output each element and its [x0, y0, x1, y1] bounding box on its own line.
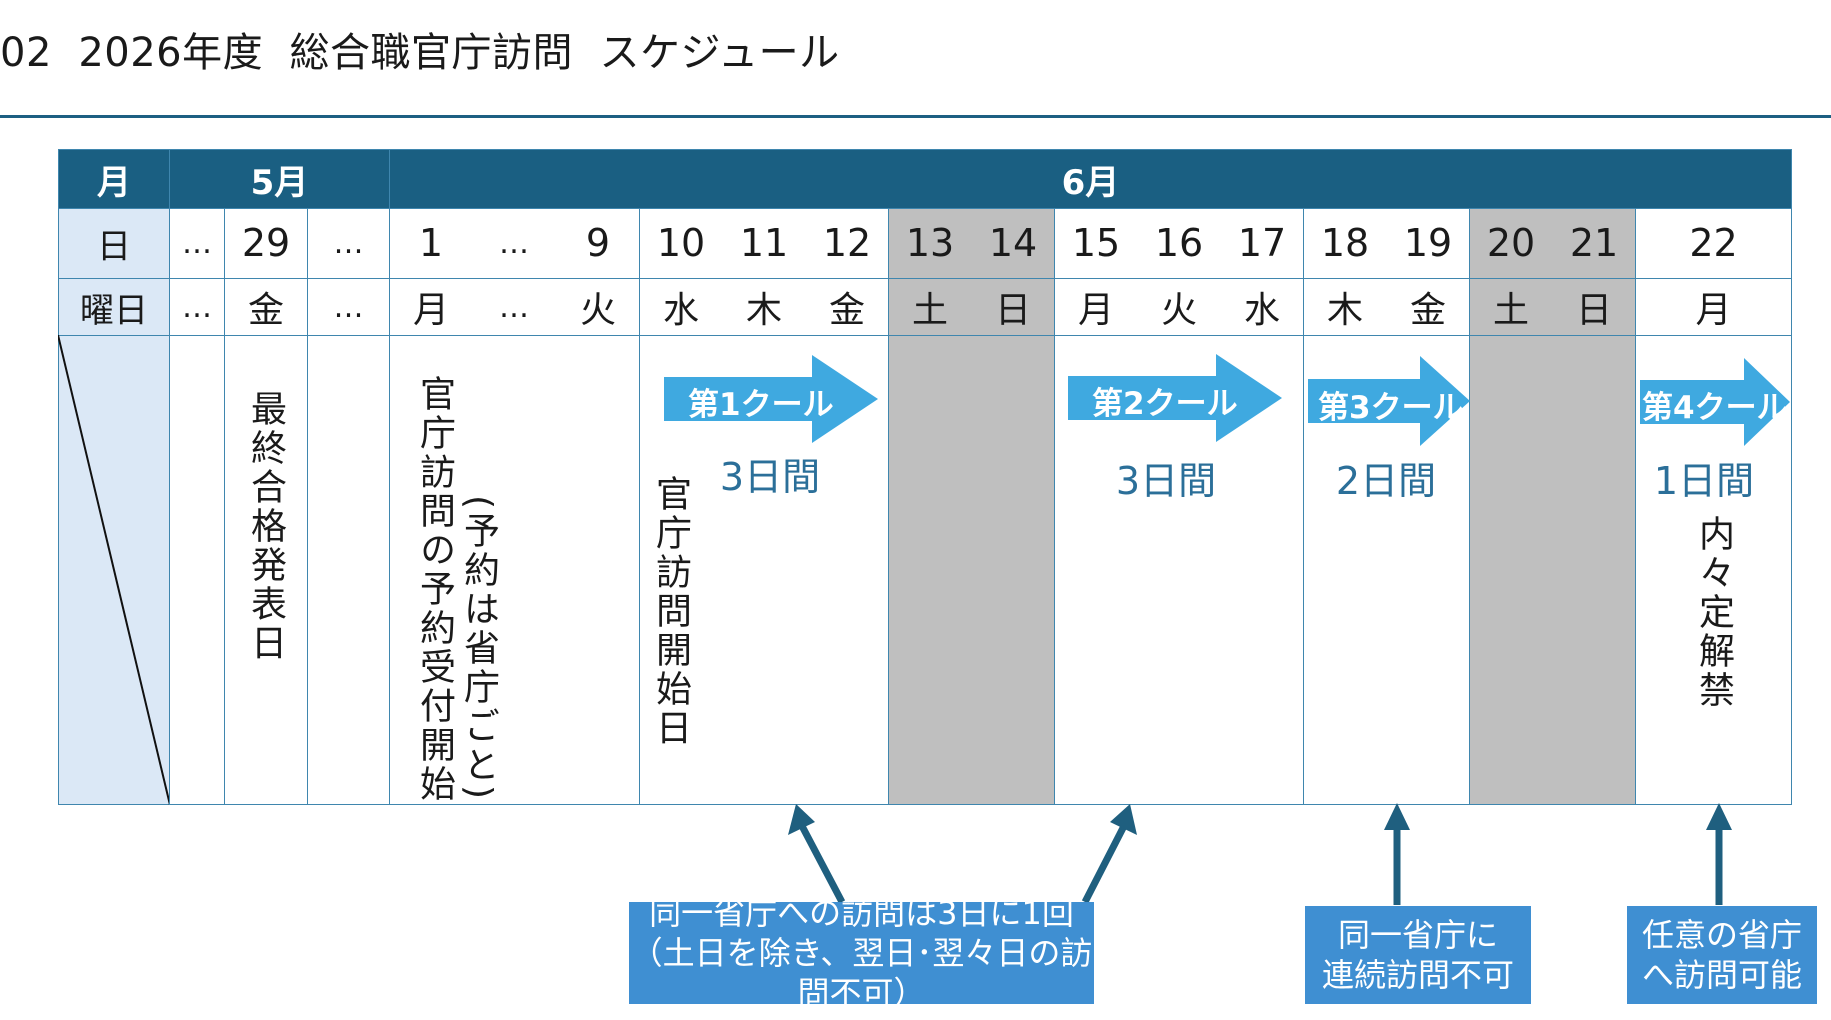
page-title: 02 2026年度 総合職官庁訪問 スケジュール — [0, 30, 840, 76]
day-cell: 12 — [822, 221, 872, 265]
kuru-2-label: 第2クール — [1092, 386, 1238, 422]
pointer-arrow-3-head — [1384, 803, 1410, 830]
day-cell: … — [499, 225, 529, 261]
kuru-1-label: 第1クール — [688, 387, 834, 423]
pointer-arrow-4-head — [1706, 803, 1732, 830]
day-cell: 21 — [1569, 221, 1619, 265]
event-reservation-note: (予約は省庁ごと) — [458, 495, 499, 803]
pointer-arrow-1-head — [788, 804, 815, 835]
day-cell: 9 — [585, 221, 611, 265]
dow-header-label: 曜日 — [58, 278, 170, 336]
day-cell: 29 — [241, 221, 291, 265]
note-box-any-ministry: 任意の省庁 へ訪問可能 — [1627, 906, 1817, 1004]
pointer-arrow-2 — [1081, 824, 1128, 904]
kuru-3-label: 第3クール — [1318, 390, 1464, 426]
weekday-cell: 木 — [1326, 290, 1363, 331]
kuru-2-duration: 3日間 — [1115, 459, 1217, 503]
body-cell-weekend-13-14 — [888, 335, 1055, 805]
day-cell: 16 — [1154, 221, 1204, 265]
event-final-results: 最終合格発表日 — [245, 390, 286, 663]
weekday-cell: 水 — [1243, 290, 1280, 331]
note-line: へ訪問可能 — [1641, 956, 1802, 994]
weekday-cell: 日 — [994, 290, 1031, 331]
kuru-1-arrow-icon — [664, 355, 878, 443]
note-line: 連続訪問不可 — [1321, 956, 1514, 994]
day-group-weekend-20-21 — [1469, 208, 1636, 336]
kuru-4-label: 第4クール — [1642, 390, 1788, 426]
day-group-jun-22 — [1635, 208, 1792, 336]
note-box-visit-frequency: 同一省庁への訪問は3日に1回 （土日を除き、翌日･翌々日の訪問不可） — [629, 894, 1094, 1012]
month-header-label: 月 — [58, 149, 170, 209]
day-cell: … — [333, 225, 364, 261]
weekday-cell: … — [182, 289, 212, 325]
weekday-cell: 火 — [579, 290, 616, 331]
diagonal-line — [58, 335, 170, 805]
day-group-weekend-13-14 — [888, 208, 1055, 336]
day-cell: 1 — [418, 221, 444, 265]
weekday-cell: 月 — [412, 290, 449, 331]
event-naitei: 内々定解禁 — [1693, 515, 1734, 710]
day-cell: 22 — [1689, 221, 1738, 265]
weekday-cell: 金 — [247, 290, 284, 331]
day-cell: 10 — [656, 221, 706, 265]
day-cell: 19 — [1403, 221, 1453, 265]
weekday-cell: 月 — [1077, 290, 1114, 331]
kuru-3-duration: 2日間 — [1335, 459, 1437, 503]
month-may: 5月 — [169, 149, 390, 209]
weekday-cell: … — [499, 289, 529, 325]
day-cell: 13 — [905, 221, 955, 265]
title-divider — [0, 115, 1831, 118]
note-line: 任意の省庁 — [1641, 916, 1802, 954]
note-box-no-consecutive: 同一省庁に 連続訪問不可 — [1305, 906, 1531, 1004]
day-cell: 20 — [1486, 221, 1536, 265]
day-cell: … — [182, 225, 212, 261]
kuru-4-duration: 1日間 — [1653, 459, 1755, 503]
weekday-cell: … — [333, 289, 364, 325]
kuru-2-arrow-icon — [1068, 354, 1282, 442]
pointer-arrow-1 — [798, 824, 846, 904]
kuru-4-arrow-icon — [1640, 358, 1790, 446]
weekday-cell: 木 — [745, 290, 782, 331]
weekday-cell: 土 — [1492, 290, 1529, 331]
event-visit-start: 官庁訪問開始日 — [650, 475, 691, 748]
row-separator — [169, 278, 1792, 279]
month-june: 6月 — [389, 149, 1792, 209]
weekday-cell: 土 — [911, 290, 948, 331]
note-line: （土日を除き、翌日･翌々日の訪問不可） — [630, 934, 1093, 1012]
kuru-1-duration: 3日間 — [719, 455, 821, 499]
weekday-cell: 火 — [1160, 290, 1197, 331]
day-cell: 15 — [1071, 221, 1121, 265]
body-cell-weekend-20-21 — [1469, 335, 1636, 805]
note-line: 同一省庁への訪問は3日に1回 — [649, 894, 1074, 932]
day-cell: 11 — [739, 221, 789, 265]
event-reservation-start: 官庁訪問の予約受付開始 — [414, 375, 455, 804]
kuru-3-arrow-icon — [1308, 356, 1470, 446]
pointer-arrow-2-head — [1110, 804, 1137, 835]
weekday-cell: 金 — [828, 290, 865, 331]
day-cell: 17 — [1237, 221, 1287, 265]
weekday-cell: 日 — [1575, 290, 1612, 331]
day-cell: 14 — [988, 221, 1038, 265]
weekday-cell: 金 — [1409, 290, 1446, 331]
note-line: 同一省庁に — [1337, 916, 1498, 954]
weekday-cell: 水 — [662, 290, 699, 331]
day-cell: 18 — [1320, 221, 1370, 265]
weekday-cell: 月 — [1695, 290, 1732, 331]
